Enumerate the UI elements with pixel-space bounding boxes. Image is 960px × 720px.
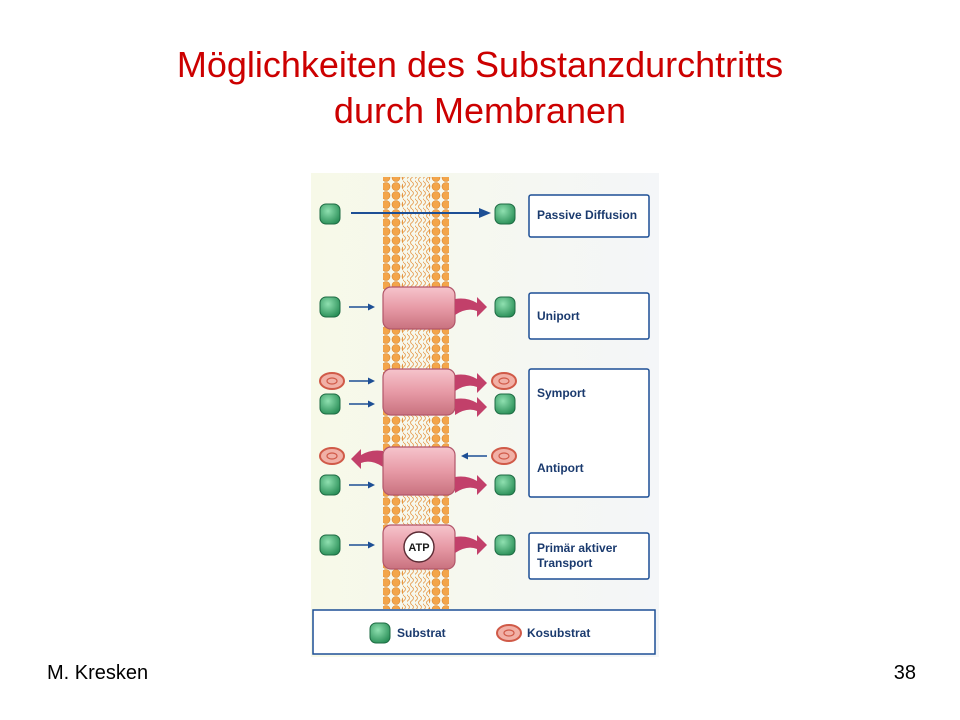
passive-diffusion-row (319, 203, 516, 225)
legend-cosubstrate-label: Kosubstrat (527, 626, 590, 640)
carrier-arrow (455, 475, 487, 495)
uniport-label: Uniport (537, 309, 580, 323)
uniport-row (319, 286, 516, 330)
legend-substrate-label: Substrat (397, 626, 446, 640)
membrane-transport-diagram: Passive Diffusion Uniport (311, 173, 659, 657)
substrate-icon (319, 203, 341, 225)
symport-antiport-box: Symport Antiport (528, 368, 650, 498)
primary-active-label-line1: Primär aktiver (537, 541, 617, 555)
carrier-arrow (455, 397, 487, 417)
atp-label: ATP (408, 542, 429, 554)
page-number: 38 (893, 662, 916, 684)
uniport-carrier (382, 286, 456, 330)
substrate-icon (319, 474, 341, 496)
legend: Substrat Kosubstrat (312, 609, 656, 655)
substrate-icon (494, 203, 516, 225)
substrate-icon (319, 296, 341, 318)
symport-carrier (382, 368, 456, 416)
title-line-2: durch Membranen (333, 90, 627, 131)
substrate-icon (319, 393, 341, 415)
substrate-icon (319, 534, 341, 556)
author-name: M. Kresken (47, 662, 149, 684)
passive-diffusion-box: Passive Diffusion (528, 194, 650, 238)
substrate-icon (494, 474, 516, 496)
carrier-arrow (455, 373, 487, 393)
carrier-arrow (455, 297, 487, 317)
title-line-1: Möglichkeiten des Substanzdurchtritts (176, 44, 784, 85)
cosubstrate-icon (319, 372, 345, 390)
carrier-arrow (455, 535, 487, 555)
antiport-row (319, 446, 517, 496)
primary-active-row: ATP (319, 524, 516, 570)
cosubstrate-icon (491, 372, 517, 390)
cosubstrate-icon (491, 447, 517, 465)
cosubstrate-icon (319, 447, 345, 465)
substrate-icon (494, 534, 516, 556)
symport-row (319, 368, 517, 417)
substrate-icon (494, 393, 516, 415)
substrate-icon (494, 296, 516, 318)
legend-cosubstrate-icon (496, 624, 522, 642)
carrier-arrow (351, 449, 383, 469)
uniport-box: Uniport (528, 292, 650, 340)
antiport-carrier (382, 446, 456, 496)
primary-active-box: Primär aktiver Transport (528, 532, 650, 580)
slide-title: Möglichkeiten des Substanzdurchtritts du… (0, 42, 960, 134)
symport-label: Symport (537, 386, 586, 400)
atp-icon (403, 531, 435, 563)
antiport-label: Antiport (537, 461, 584, 475)
primary-active-label-line2: Transport (537, 556, 592, 570)
passive-diffusion-label: Passive Diffusion (537, 208, 637, 222)
legend-substrate-icon (369, 622, 391, 644)
